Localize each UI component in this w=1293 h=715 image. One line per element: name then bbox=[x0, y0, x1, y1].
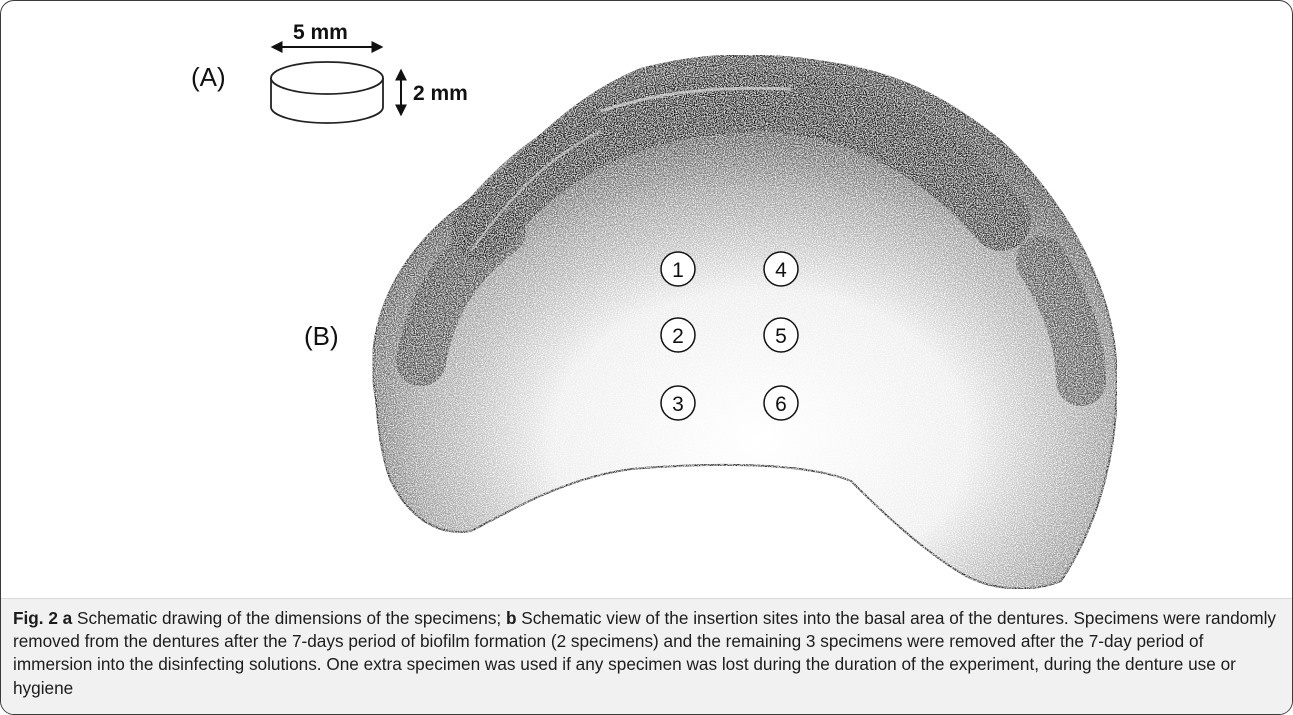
figure-caption: Fig. 2 a Schematic drawing of the dimens… bbox=[13, 607, 1278, 700]
caption-part-a-text: Schematic drawing of the dimensions of t… bbox=[72, 608, 506, 628]
insertion-site-1: 1 bbox=[661, 252, 695, 286]
caption-part-a-letter: a bbox=[63, 608, 73, 628]
caption-part-b-letter: b bbox=[506, 608, 517, 628]
panel-a-label: (A) bbox=[191, 62, 226, 92]
insertion-site-5-label: 5 bbox=[775, 325, 787, 348]
insertion-site-2-label: 2 bbox=[672, 325, 684, 348]
insertion-site-6-label: 6 bbox=[775, 393, 787, 416]
insertion-site-2: 2 bbox=[661, 318, 695, 352]
insertion-site-3: 3 bbox=[661, 386, 695, 420]
insertion-site-1-label: 1 bbox=[672, 259, 684, 282]
insertion-site-3-label: 3 bbox=[672, 393, 684, 416]
figure-svg: (A) 5 mm 2 mm (B) bbox=[1, 1, 1292, 596]
denture-image bbox=[373, 55, 1117, 588]
panel-b-label: (B) bbox=[304, 321, 339, 351]
insertion-site-4: 4 bbox=[764, 252, 798, 286]
insertion-site-5: 5 bbox=[764, 318, 798, 352]
specimen-width-label: 5 mm bbox=[293, 21, 348, 44]
caption-fig-label: Fig. 2 bbox=[13, 608, 58, 628]
insertion-site-4-label: 4 bbox=[775, 259, 787, 282]
insertion-site-6: 6 bbox=[764, 386, 798, 420]
specimen-disc-drawing bbox=[271, 47, 401, 123]
figure-area: (A) 5 mm 2 mm (B) bbox=[1, 1, 1292, 596]
specimen-height-label: 2 mm bbox=[413, 82, 468, 105]
